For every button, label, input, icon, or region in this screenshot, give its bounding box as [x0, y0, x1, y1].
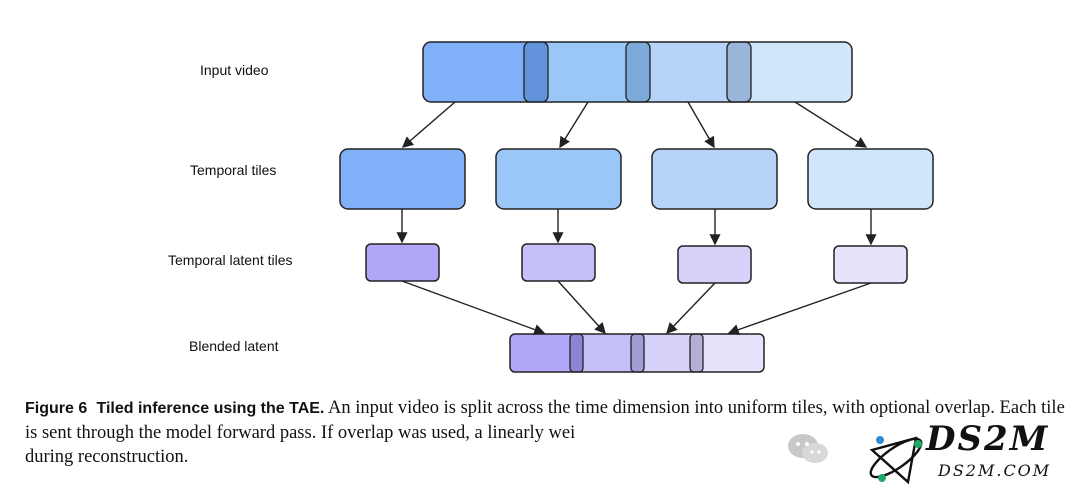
arrow-latent-to-blended-1 [401, 280, 546, 335]
temporal-tile-1 [339, 148, 466, 210]
tiled-inference-diagram [339, 41, 934, 373]
overlap-region-2 [625, 41, 651, 103]
caption-tail: during reconstruction. [25, 447, 189, 467]
ds2m-logo-icon [869, 436, 923, 485]
input-video-outline [422, 41, 853, 103]
input-segment-4 [727, 42, 852, 102]
arrow-input-to-tile-3 [687, 101, 715, 149]
temporal-tile-2 [495, 148, 622, 210]
input-video-bar [422, 41, 853, 103]
label-blended-latent: Blended latent [189, 338, 279, 354]
label-temporal-tiles: Temporal tiles [190, 162, 277, 178]
blended-segment-1 [510, 334, 582, 372]
latent-tile-3 [677, 245, 752, 284]
overlap-region-1 [523, 41, 549, 103]
arrow-input-to-tile-4 [794, 101, 868, 148]
input-segment-1 [423, 42, 545, 102]
latent-tile-1 [365, 243, 440, 282]
temporal-tile-4 [807, 148, 934, 210]
latent-tile-2 [521, 243, 596, 282]
arrow-latent-to-blended-4 [727, 282, 872, 336]
watermark-brand: DS2M [926, 419, 1050, 459]
figure-caption: Figure 6 Tiled inference using the TAE. … [25, 396, 1065, 469]
caption-body: An input video is split across the time … [25, 398, 1065, 443]
arrow-input-to-tile-1 [401, 101, 456, 148]
arrow-input-to-tile-2 [559, 101, 589, 149]
watermark-site: DS2M.COM [938, 461, 1052, 480]
blended-overlap-1 [569, 333, 584, 373]
label-input-video: Input video [200, 62, 269, 78]
blended-overlap-3 [689, 333, 704, 373]
temporal-tile-3 [651, 148, 778, 210]
blended-latent-bar [509, 333, 765, 373]
blended-segment-4 [690, 334, 764, 372]
latent-tile-4 [833, 245, 908, 284]
blended-overlap-2 [630, 333, 645, 373]
label-temporal-latent-tiles: Temporal latent tiles [168, 252, 293, 268]
arrow-latent-to-blended-3 [666, 282, 716, 335]
wechat-icon [788, 434, 828, 463]
figure-label: Figure 6 [25, 400, 88, 417]
figure-title: Tiled inference using the TAE. [96, 400, 325, 417]
overlap-region-3 [726, 41, 752, 103]
arrow-latent-to-blended-2 [557, 280, 606, 335]
blended-latent-outline [509, 333, 765, 373]
